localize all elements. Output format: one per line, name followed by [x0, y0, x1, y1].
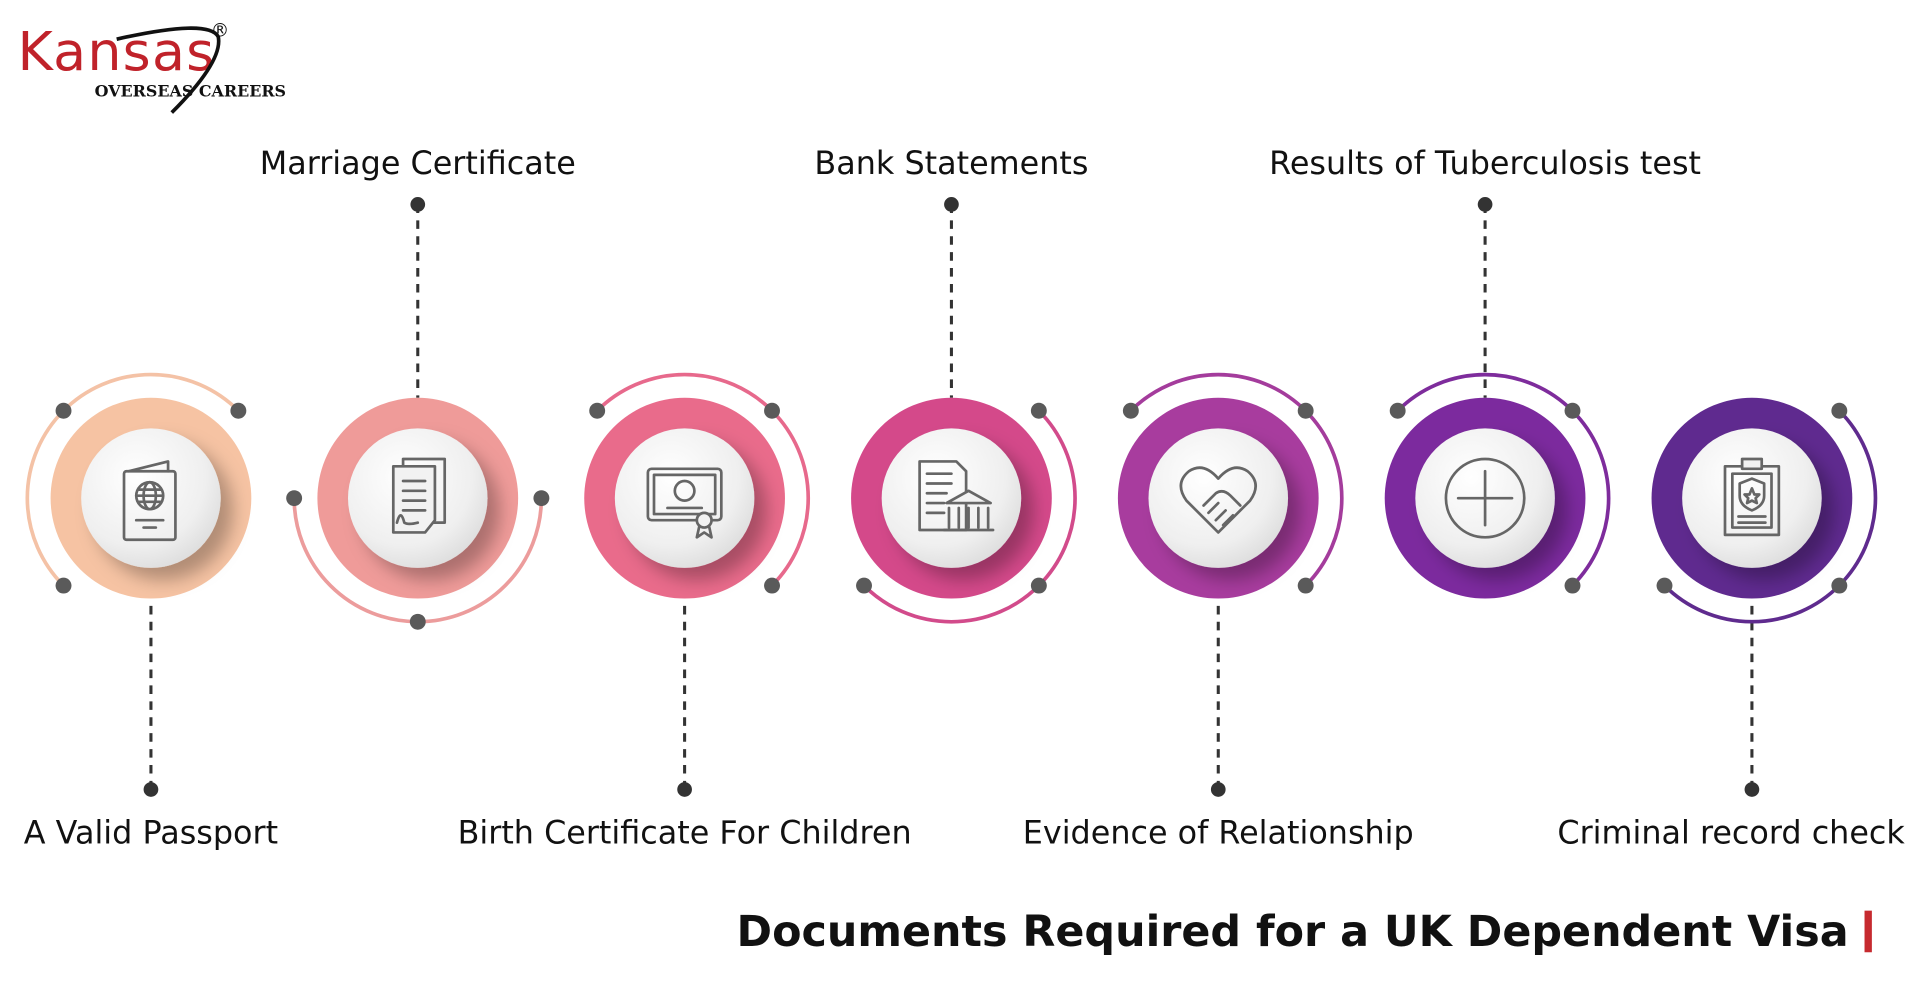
page-title: Documents Required for a UK Dependent Vi…	[737, 907, 1849, 957]
connector-dot	[143, 782, 159, 797]
logo-tagline: OVERSEAS CAREERS	[95, 82, 286, 101]
orbit-dot	[1564, 577, 1581, 594]
orbit-dot	[1297, 402, 1314, 419]
medical-plus-icon	[1444, 457, 1526, 539]
inner-disc	[1682, 428, 1822, 568]
orbit-dot	[764, 577, 780, 594]
orbit-dot	[1297, 577, 1314, 594]
orbit-dot	[409, 613, 426, 630]
orbit-dot	[1030, 577, 1047, 594]
item-label: Criminal record check	[1557, 813, 1905, 851]
connector-dot	[1477, 197, 1493, 212]
orbit-dot	[55, 577, 72, 594]
connector-dot	[677, 782, 692, 797]
document-item: Criminal record check	[1557, 397, 1905, 851]
connector-dot	[1744, 782, 1760, 797]
orbit-dot	[1389, 402, 1406, 419]
inner-disc	[614, 428, 755, 568]
document-item: Evidence of Relationship	[1023, 372, 1414, 851]
orbit-dot	[55, 402, 72, 419]
orbit-dot	[589, 402, 606, 419]
passport-icon	[122, 460, 177, 542]
item-label: Marriage Certificate	[260, 144, 576, 182]
connector-dot	[1210, 782, 1226, 797]
orbit-dot	[533, 490, 550, 507]
document-item: Results of Tuberculosis test	[1269, 144, 1701, 599]
orbit-dot	[1656, 577, 1673, 594]
orbit-dot	[230, 402, 247, 419]
orbit-dot	[1122, 402, 1139, 419]
orbit-dot	[764, 402, 780, 419]
logo-swoosh	[116, 26, 221, 114]
connector-dot	[410, 197, 426, 212]
orbit-dot	[1030, 402, 1047, 419]
document-item: A Valid Passport	[24, 372, 278, 851]
logo-wordmark: Kansas	[18, 20, 216, 83]
document-item: Bank Statements	[814, 144, 1088, 624]
inner-disc	[881, 428, 1022, 568]
inner-disc	[1148, 428, 1289, 568]
inner-disc	[81, 428, 221, 568]
connector-dot	[944, 197, 959, 212]
document-items: A Valid Passport Marriage CertificateBirt…	[24, 144, 1906, 852]
certificate-documents-icon	[391, 457, 447, 534]
baby-certificate-icon	[646, 467, 723, 539]
item-label: Bank Statements	[814, 144, 1088, 182]
orbit-dot	[1831, 577, 1848, 594]
item-label: A Valid Passport	[24, 813, 278, 851]
title-accent-bar	[1864, 910, 1872, 953]
orbit-dot	[286, 490, 303, 507]
item-label: Birth Certificate For Children	[458, 813, 912, 851]
logo-registered-mark: ®	[211, 21, 229, 42]
heart-handshake-icon	[1179, 466, 1257, 534]
orbit-dot	[1564, 402, 1581, 419]
bank-statement-icon	[918, 460, 995, 532]
item-label: Evidence of Relationship	[1023, 813, 1414, 851]
police-clipboard-icon	[1723, 457, 1781, 537]
logo: Kansas ® OVERSEAS CAREERS	[18, 20, 286, 114]
orbit-dot	[856, 577, 872, 594]
item-label: Results of Tuberculosis test	[1269, 144, 1701, 182]
document-item: Marriage Certificate	[260, 144, 576, 630]
orbit-dot	[1831, 402, 1848, 419]
document-item: Birth Certificate For Children	[458, 372, 912, 851]
